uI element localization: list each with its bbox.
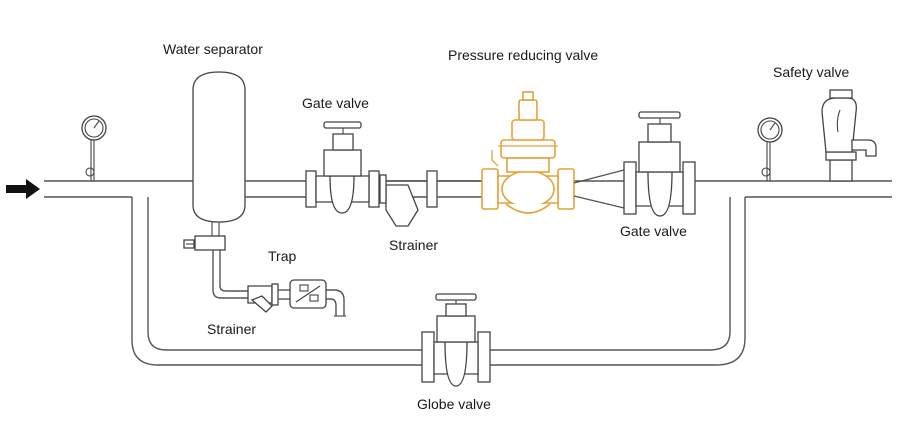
trap-line — [212, 250, 346, 317]
strainer-main — [379, 170, 438, 227]
gate-valve-left — [305, 121, 380, 214]
flow-arrow-icon — [6, 179, 40, 199]
strainer-main-label: Strainer — [389, 237, 439, 253]
safety-valve — [821, 89, 877, 182]
bypass-pipe — [131, 197, 746, 366]
drain-valve — [183, 235, 226, 251]
globe-valve — [421, 293, 491, 387]
safety-valve-label: Safety valve — [773, 64, 850, 80]
trap-label: Trap — [268, 248, 297, 264]
trap-strainer — [247, 283, 279, 313]
pressure-reducing-valve-label: Pressure reducing valve — [448, 47, 599, 63]
prv-outlet-pipe — [573, 169, 625, 209]
main-pipe — [44, 180, 892, 198]
steam-trap — [289, 279, 327, 309]
pressure-reducing-valve — [481, 91, 575, 214]
strainer-trap-label: Strainer — [207, 321, 257, 337]
water-separator-label: Water separator — [163, 41, 263, 57]
water-separator — [192, 71, 246, 236]
prv-inlet-pipe — [437, 180, 482, 198]
gate-valve-right-label: Gate valve — [620, 223, 687, 239]
gate-valve-left-label: Gate valve — [302, 95, 369, 111]
pressure-gauge-right — [757, 117, 783, 181]
pressure-gauge-left — [81, 115, 107, 181]
gate-valve-right — [623, 111, 696, 217]
globe-valve-label: Globe valve — [417, 396, 491, 412]
